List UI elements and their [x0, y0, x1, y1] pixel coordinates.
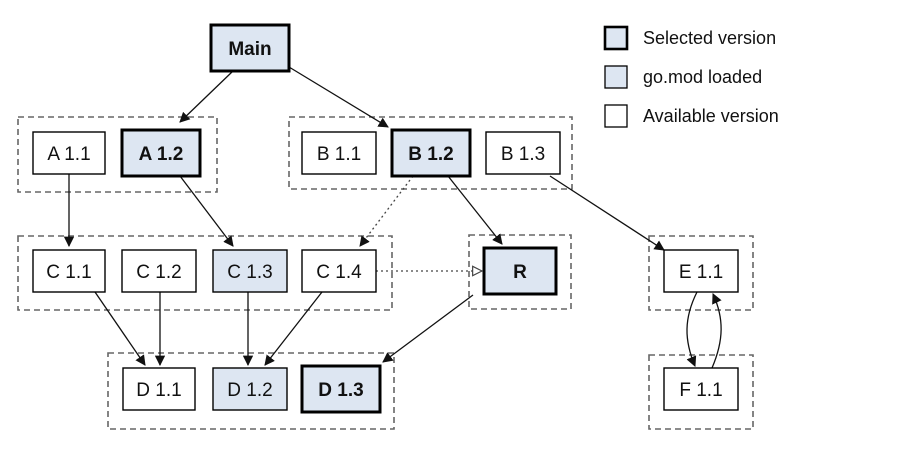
group-r-box — [468, 234, 572, 310]
legend-swatch — [604, 104, 628, 128]
node-a12: A 1.2 — [120, 128, 202, 178]
legend-swatch — [604, 65, 628, 89]
node-b12: B 1.2 — [390, 128, 472, 178]
node-label: R — [513, 262, 527, 283]
node-r: R — [482, 246, 558, 296]
edge-f11-e11 — [711, 293, 722, 369]
node-a11: A 1.1 — [32, 131, 106, 175]
node-label: A 1.2 — [139, 144, 184, 165]
node-box — [663, 249, 739, 293]
node-label: D 1.2 — [227, 380, 272, 401]
group-a-box — [17, 116, 218, 193]
node-c13: C 1.3 — [212, 249, 288, 293]
node-box — [482, 246, 558, 296]
node-label: C 1.1 — [46, 262, 91, 283]
node-label: B 1.2 — [408, 144, 453, 165]
dependency-edges — [63, 66, 722, 369]
node-c14: C 1.4 — [301, 249, 377, 293]
node-label: C 1.3 — [227, 262, 272, 283]
group-b-box — [288, 116, 573, 190]
legend-item-selected: Selected version — [603, 25, 776, 51]
node-label: D 1.1 — [136, 380, 181, 401]
node-b11: B 1.1 — [301, 131, 377, 175]
legend-label: Available version — [643, 106, 779, 126]
node-box — [32, 249, 106, 293]
node-box — [212, 249, 288, 293]
edge-main-a12 — [179, 70, 234, 123]
legend-item-available: Available version — [604, 104, 779, 128]
edge-e11-f11 — [686, 291, 698, 367]
node-label: B 1.3 — [501, 144, 545, 165]
module-nodes: Main A 1.1 A 1.2 B 1.1 B 1.2 B 1.3 C 1.1 C 1.2 C… — [32, 23, 739, 414]
node-box — [122, 367, 196, 411]
node-box — [390, 128, 472, 178]
node-c12: C 1.2 — [121, 249, 197, 293]
legend-swatch — [603, 25, 629, 51]
node-box — [212, 367, 288, 411]
node-d13: D 1.3 — [300, 364, 382, 414]
node-box — [121, 249, 197, 293]
node-label: D 1.3 — [318, 380, 363, 401]
edge-c14-d12 — [264, 291, 323, 366]
node-main: Main — [209, 23, 291, 73]
node-f11: F 1.1 — [663, 367, 739, 411]
node-label: Main — [228, 39, 271, 60]
node-box — [209, 23, 291, 73]
node-d12: D 1.2 — [212, 367, 288, 411]
node-box — [301, 249, 377, 293]
group-d-box — [107, 352, 395, 430]
version-groups — [17, 116, 754, 430]
edge-main-b12 — [288, 66, 389, 128]
node-d11: D 1.1 — [122, 367, 196, 411]
node-label: F 1.1 — [679, 380, 722, 401]
node-label: C 1.4 — [316, 262, 362, 283]
legend-label: Selected version — [643, 28, 776, 48]
node-box — [120, 128, 202, 178]
node-box — [301, 131, 377, 175]
legend-label: go.mod loaded — [643, 67, 762, 87]
node-label: B 1.1 — [317, 144, 361, 165]
node-box — [300, 364, 382, 414]
edge-c11-d11 — [94, 291, 146, 366]
edge-b13-e11 — [549, 175, 665, 251]
group-e-box — [648, 235, 754, 311]
node-box — [32, 131, 106, 175]
node-label: E 1.1 — [679, 262, 723, 283]
node-label: C 1.2 — [136, 262, 181, 283]
node-e11: E 1.1 — [663, 249, 739, 293]
group-f-box — [648, 354, 754, 430]
group-c-box — [17, 235, 393, 311]
edge-b12-r — [447, 175, 503, 245]
legend-item-loaded: go.mod loaded — [604, 65, 762, 89]
edge-a12-c13 — [179, 175, 234, 247]
node-label: A 1.1 — [47, 144, 90, 165]
node-box — [485, 131, 561, 175]
node-b13: B 1.3 — [485, 131, 561, 175]
node-c11: C 1.1 — [32, 249, 106, 293]
edge-r-d13 — [382, 294, 474, 363]
node-box — [663, 367, 739, 411]
edge-b12-c14 — [359, 175, 414, 247]
